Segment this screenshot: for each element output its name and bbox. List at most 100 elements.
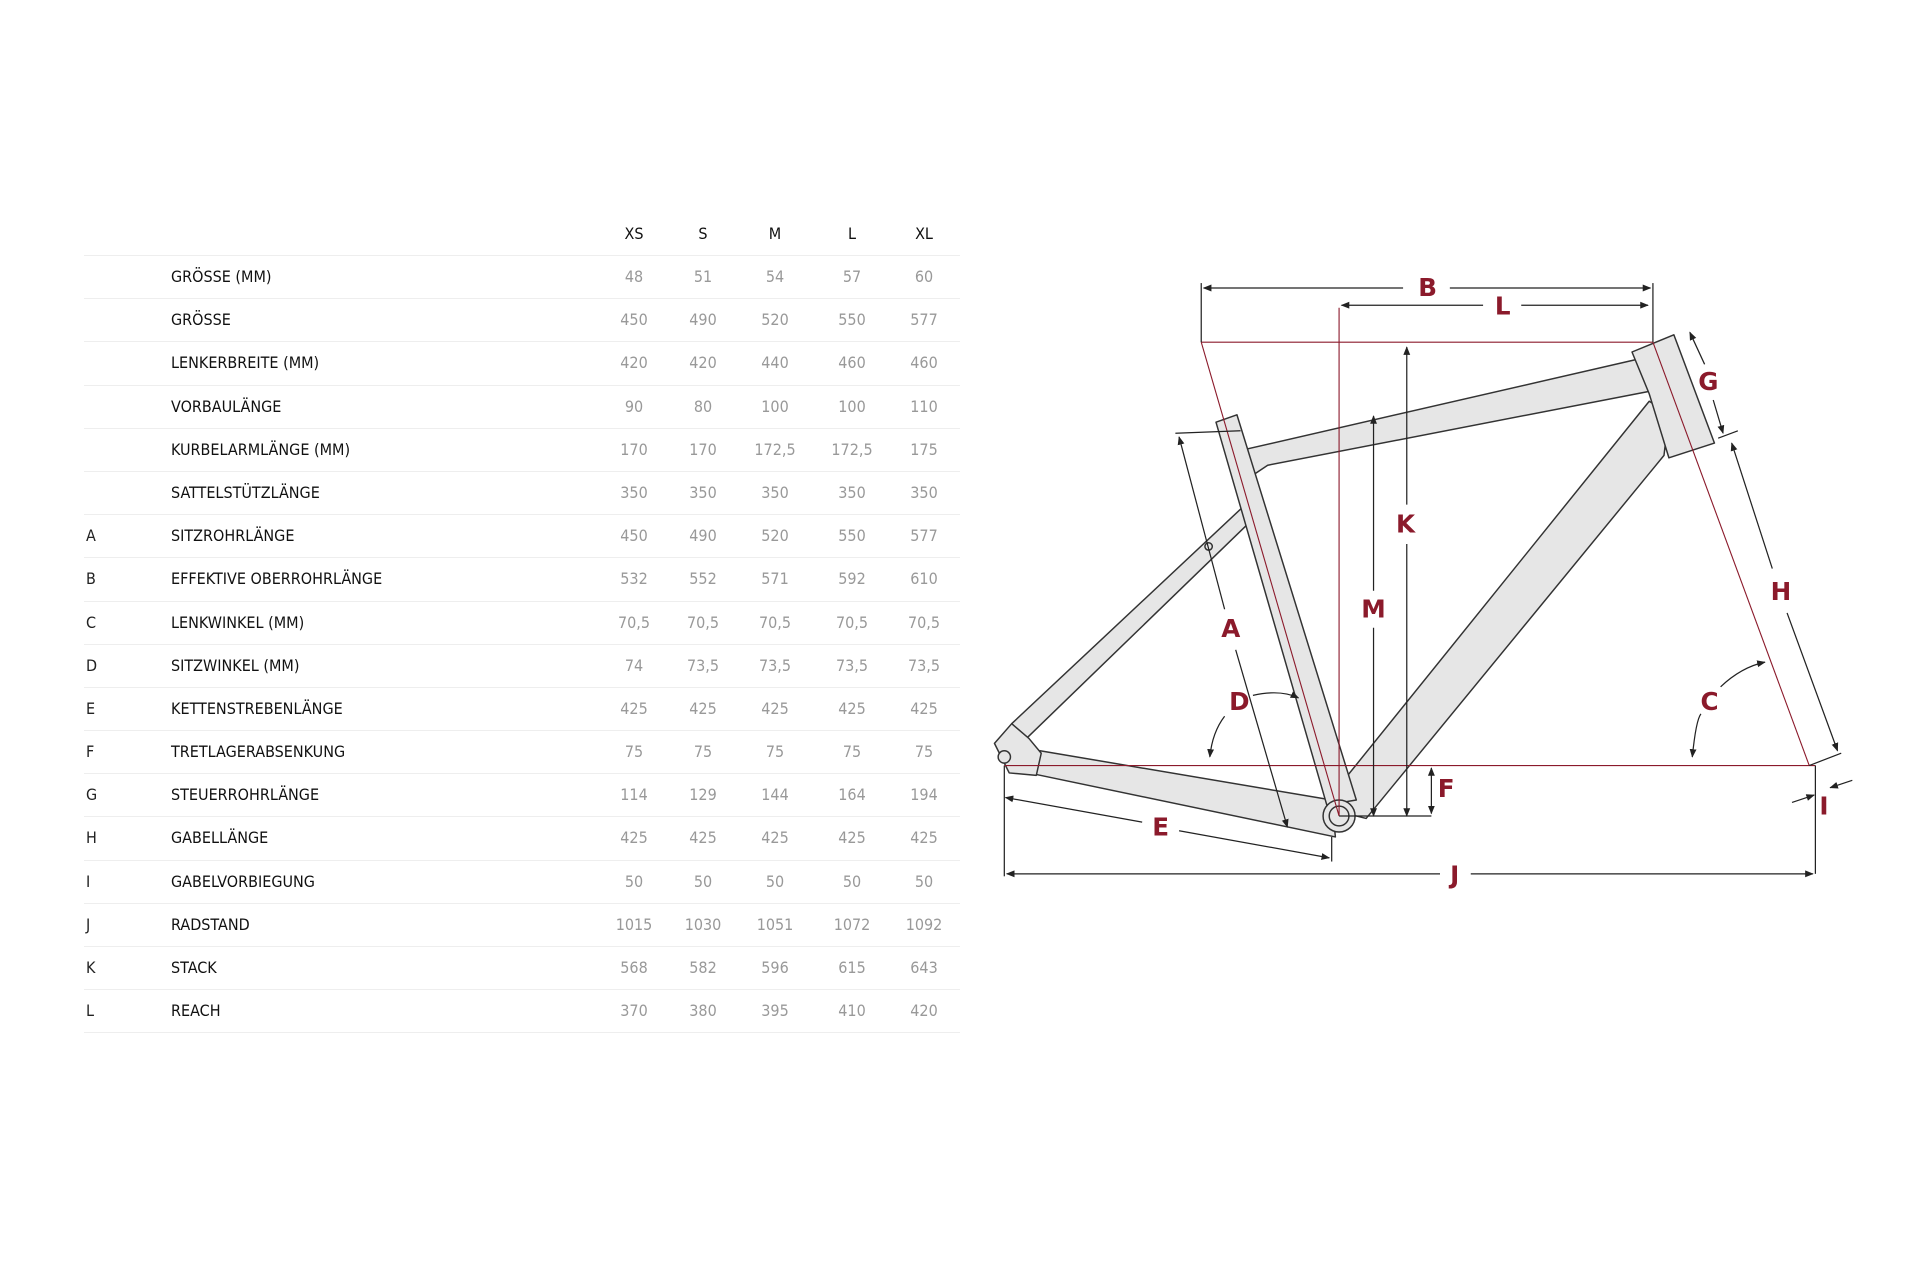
label-i: I [1819, 791, 1828, 820]
cell-value: 170 [689, 439, 717, 459]
cell-value: 1092 [905, 914, 943, 934]
cell-value: 75 [624, 742, 644, 762]
cell-value: 172,5 [831, 439, 873, 459]
cell-value: 571 [761, 569, 789, 589]
dimension-letter: D [86, 655, 98, 675]
cell-value: 582 [689, 958, 717, 977]
cell-value: 75 [914, 742, 934, 762]
cell-value: 643 [910, 958, 938, 977]
dimension-label: SATTELSTÜTZLÄNGE [171, 482, 320, 502]
cell-value: 144 [761, 785, 789, 805]
dimension-label: LENKWINKEL (MM) [171, 612, 305, 632]
cell-value: 1030 [684, 914, 722, 934]
label-f: F [1438, 774, 1455, 803]
bike-frame [993, 334, 1716, 838]
cell-value: 425 [838, 828, 866, 848]
cell-value: 73,5 [835, 655, 869, 675]
cell-value: 425 [761, 828, 789, 848]
label-b: B [1418, 273, 1437, 302]
cell-value: 51 [693, 267, 713, 286]
label-g: G [1698, 367, 1718, 396]
cell-value: 568 [620, 958, 648, 977]
label-e: E [1152, 812, 1169, 841]
cell-value: 370 [620, 1001, 648, 1021]
cell-value: 1072 [833, 914, 871, 934]
dimension-label: SITZROHRLÄNGE [171, 526, 295, 546]
cell-value: 425 [910, 828, 938, 848]
dimension-label: GABELLÄNGE [171, 828, 269, 848]
dimension-letter: E [86, 698, 96, 718]
cell-value: 410 [838, 1001, 866, 1021]
dimension-letter: B [86, 569, 96, 589]
cell-value: 490 [689, 526, 717, 546]
cell-value: 73,5 [907, 655, 941, 675]
dimension-label: VORBAULÄNGE [171, 396, 282, 416]
cell-value: 380 [689, 1001, 717, 1021]
dimension-letter: I [86, 871, 91, 891]
cell-value: 50 [842, 871, 862, 891]
cell-value: 1015 [615, 914, 653, 934]
cell-value: 50 [693, 871, 713, 891]
cell-value: 73,5 [686, 655, 720, 675]
dimension-label: REACH [171, 1001, 221, 1021]
cell-value: 50 [914, 871, 934, 891]
dimension-letter: G [86, 785, 98, 805]
cell-value: 194 [910, 785, 938, 805]
dimension-labels: B L K M A G H C D E F I J [1152, 273, 1828, 889]
dimension-label: GABELVORBIEGUNG [171, 871, 315, 891]
rear-axle [997, 750, 1012, 764]
cell-value: 610 [910, 569, 938, 589]
cell-value: 425 [620, 828, 648, 848]
label-d: D [1229, 687, 1249, 716]
cell-value: 80 [693, 396, 713, 416]
cell-value: 70,5 [617, 612, 651, 632]
cell-value: 48 [624, 267, 644, 286]
cell-value: 425 [761, 698, 789, 718]
label-j: J [1448, 860, 1459, 889]
cell-value: 460 [910, 353, 938, 373]
cell-value: 350 [620, 482, 648, 502]
dimension-letter: L [86, 1001, 95, 1021]
cell-value: 75 [693, 742, 713, 762]
cell-value: 114 [620, 785, 648, 805]
cell-value: 50 [765, 871, 785, 891]
cell-value: 350 [761, 482, 789, 502]
reference-lines [1004, 307, 1816, 817]
label-c: C [1701, 687, 1719, 716]
cell-value: 420 [689, 353, 717, 373]
size-header: XL [915, 224, 933, 243]
cell-value: 75 [842, 742, 862, 762]
cell-value: 75 [765, 742, 785, 762]
cell-value: 520 [761, 526, 789, 546]
cell-value: 577 [910, 526, 938, 546]
cell-value: 1051 [756, 914, 794, 934]
dimension-label: STACK [171, 958, 217, 977]
dimension-letter: K [86, 958, 96, 977]
cell-value: 172,5 [754, 439, 796, 459]
cell-value: 577 [910, 310, 938, 330]
cell-value: 450 [620, 526, 648, 546]
dimension-label: TRETLAGERABSENKUNG [171, 742, 346, 762]
cell-value: 70,5 [686, 612, 720, 632]
chain-stay [1028, 750, 1337, 838]
cell-value: 73,5 [758, 655, 792, 675]
dimension-lines [1003, 283, 1853, 878]
cell-value: 490 [689, 310, 717, 330]
size-header: S [698, 224, 708, 243]
cell-value: 532 [620, 569, 648, 589]
dimension-label: LENKERBREITE (MM) [171, 353, 320, 373]
cell-value: 350 [838, 482, 866, 502]
